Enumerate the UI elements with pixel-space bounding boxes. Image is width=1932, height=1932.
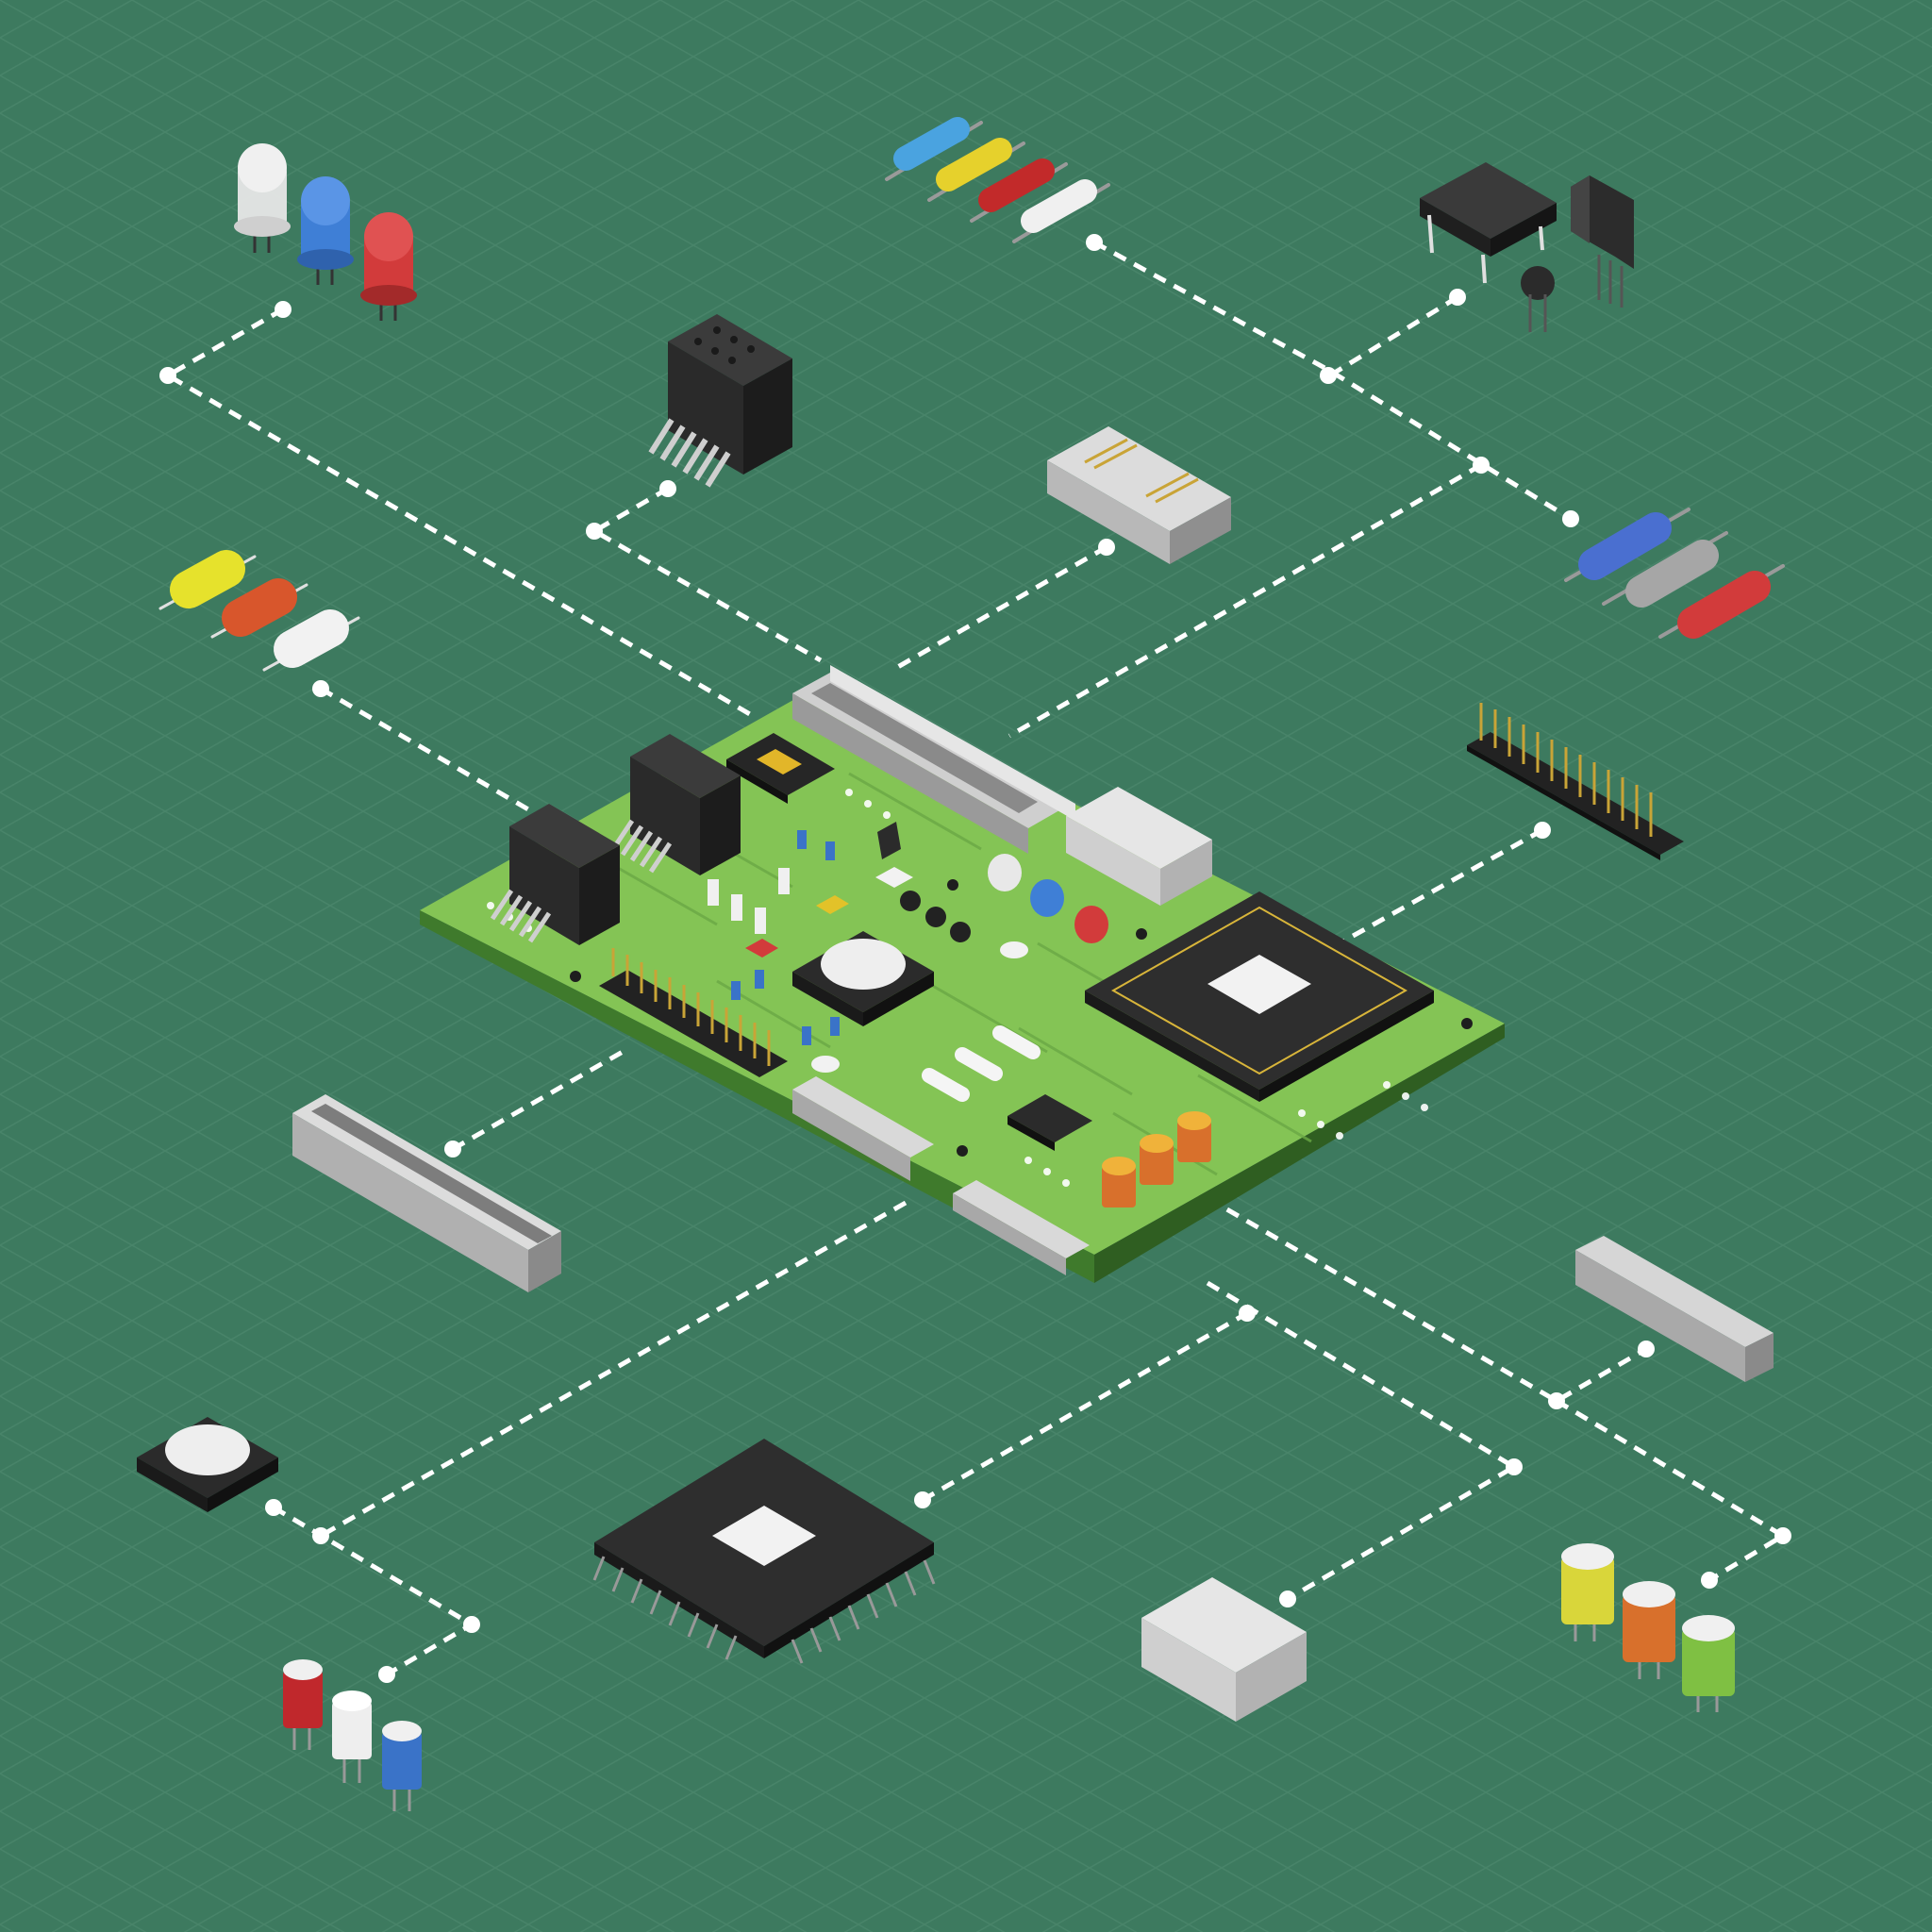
board-slot-connector [792,665,1075,854]
idc-connector-gray [1047,426,1231,564]
board-resistors [922,1025,1041,1102]
axial-resistor-row-top [885,117,1110,243]
resistor-row-right [1564,508,1785,639]
ic-and-transistor-group [1420,162,1634,332]
main-circuit-board [420,665,1505,1283]
board-breadboard [1066,787,1212,906]
board-small-ic [1008,1094,1092,1151]
cpu-chip [592,1439,936,1664]
breadboard-block [1141,1577,1307,1722]
capacitor-row-left [158,550,360,672]
electrolytic-capacitors-left [283,1659,422,1811]
pin-header-gold [1467,703,1684,860]
socket-connector-black [648,314,792,488]
board-edge-connectors [792,1076,1090,1275]
edge-slot-connector [292,1094,561,1292]
board-pin-header [599,948,788,1077]
gray-latch-connector [1575,1236,1774,1382]
connector-lines [163,240,1788,1677]
board-cpu [1085,891,1434,1102]
board-black-socket-2 [490,804,620,945]
board-black-socket-1 [610,734,741,875]
board-leds [988,854,1108,943]
board-gold-chip [726,733,835,804]
connector-dots [159,234,1791,1683]
board-orange-capacitors [1102,1111,1211,1208]
board-push-button [792,931,934,1026]
push-button [137,1417,278,1512]
board-small-parts [708,822,1028,1073]
led-cluster [234,143,417,321]
electrolytic-capacitors-right [1561,1543,1735,1712]
